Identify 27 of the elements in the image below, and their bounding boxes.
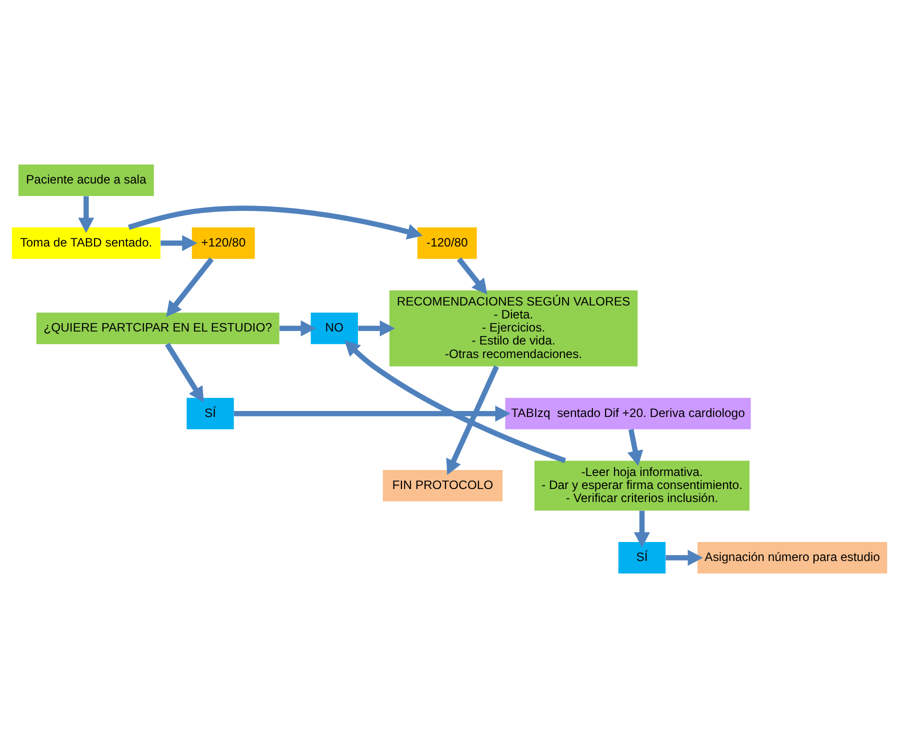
- arrow: [358, 320, 396, 336]
- node-box: Paciente acude a sala: [18, 164, 154, 196]
- node-box: FIN PROTOCOLO: [382, 469, 503, 501]
- arrow: [166, 256, 214, 316]
- arrow: [78, 196, 94, 232]
- node-box: SÍ: [186, 397, 234, 429]
- arrow: [160, 234, 198, 251]
- arrow: [344, 340, 566, 463]
- node-box: NO: [310, 312, 358, 344]
- node-box: -Leer hoja informativa. - Dar y esperar firma consentimiento. - Verificar criterios inclusión.: [534, 460, 750, 510]
- arrow: [164, 342, 204, 402]
- node-box: -120/80: [417, 226, 477, 258]
- arrow: [128, 205, 423, 240]
- node-box: TABIzq sentado Dif +20. Deriva cardiologo: [505, 397, 751, 429]
- arrow: [634, 510, 650, 548]
- node-box: Asignación número para estudio: [697, 542, 888, 573]
- arrow: [666, 549, 704, 566]
- node-box: SÍ: [618, 542, 666, 573]
- arrow: [446, 364, 499, 474]
- arrow: [280, 320, 316, 336]
- node-box: ¿QUIERE PARTCIPAR EN EL ESTUDIO?: [36, 312, 280, 344]
- node-box: +120/80: [192, 226, 255, 258]
- node-box: Toma de TABD sentado.: [12, 226, 160, 258]
- node-box: RECOMENDACIONES SEGÚN VALORES - Dieta. - Ejercicios. - Estilo de vida. -Otras recomendaciones.: [389, 290, 638, 366]
- arrow: [627, 428, 644, 466]
- arrow: [456, 256, 488, 294]
- arrow: [234, 405, 510, 422]
